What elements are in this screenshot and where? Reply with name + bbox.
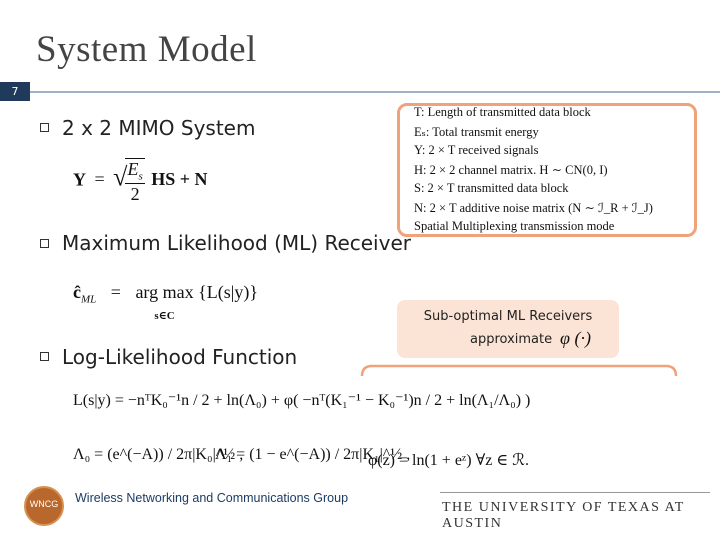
university-name: THE UNIVERSITY OF TEXAS AT AUSTIN	[442, 500, 685, 531]
slide-title: System Model	[36, 29, 257, 70]
log-likelihood-equation: L(s|y) = −nᵀK₀⁻¹n / 2 + ln(Λ₀) + φ( −nᵀ(…	[73, 392, 531, 409]
bullet-icon	[40, 123, 49, 132]
legend-item: T: Length of transmitted data block	[414, 105, 591, 119]
bullet-mimo-system: 2 x 2 MIMO System	[62, 116, 256, 140]
legend-item: Eₛ: Total transmit energy	[414, 125, 539, 139]
legend-item: H: 2 × 2 channel matrix. H ∼ CN(0, I)	[414, 163, 608, 177]
system-equation: Y = √ Es 2 HS + N	[73, 158, 208, 204]
callout-symbol: φ (·)	[560, 328, 591, 348]
bullet-ml-receiver: Maximum Likelihood (ML) Receiver	[62, 231, 411, 255]
bullet-log-likelihood: Log-Likelihood Function	[62, 345, 298, 369]
header-rule	[30, 91, 720, 93]
legend-item: S: 2 × T transmitted data block	[414, 181, 569, 195]
logo-text: WNCG	[29, 499, 59, 509]
legend-item: Y: 2 × T received signals	[414, 143, 539, 157]
wncg-logo	[24, 486, 64, 526]
notation-legend: T: Length of transmitted data block Eₛ: …	[397, 103, 697, 237]
legend-item: Spatial Multiplexing transmission mode	[414, 219, 615, 233]
footer-rule	[440, 492, 710, 493]
lambda1-equation: Λ₁ = (1 − e^(−A)) / 2π|K₁|^½ ,	[215, 446, 411, 463]
ml-equation: ĉML = arg max s∈C {L(s|y)}	[73, 282, 258, 322]
suboptimal-callout: Sub-optimal ML Receivers approximate φ (…	[397, 300, 619, 358]
bullet-icon	[40, 239, 49, 248]
callout-line1: Sub-optimal ML Receivers	[423, 309, 593, 324]
phi-definition: φ(z) = ln(1 + eᶻ) ∀z ∈ ℛ.	[368, 452, 529, 469]
callout-line2: approximate	[470, 332, 553, 347]
lambda0-equation: Λ₀ = (e^(−A)) / 2π|K₀|^½ ,	[73, 446, 244, 463]
phi-bracket	[360, 364, 678, 377]
org-name: Wireless Networking and Communications G…	[75, 491, 349, 505]
page-number: 7	[0, 82, 30, 101]
bullet-icon	[40, 352, 49, 361]
legend-item: N: 2 × T additive noise matrix (N ∼ ℐ_R …	[414, 201, 653, 215]
